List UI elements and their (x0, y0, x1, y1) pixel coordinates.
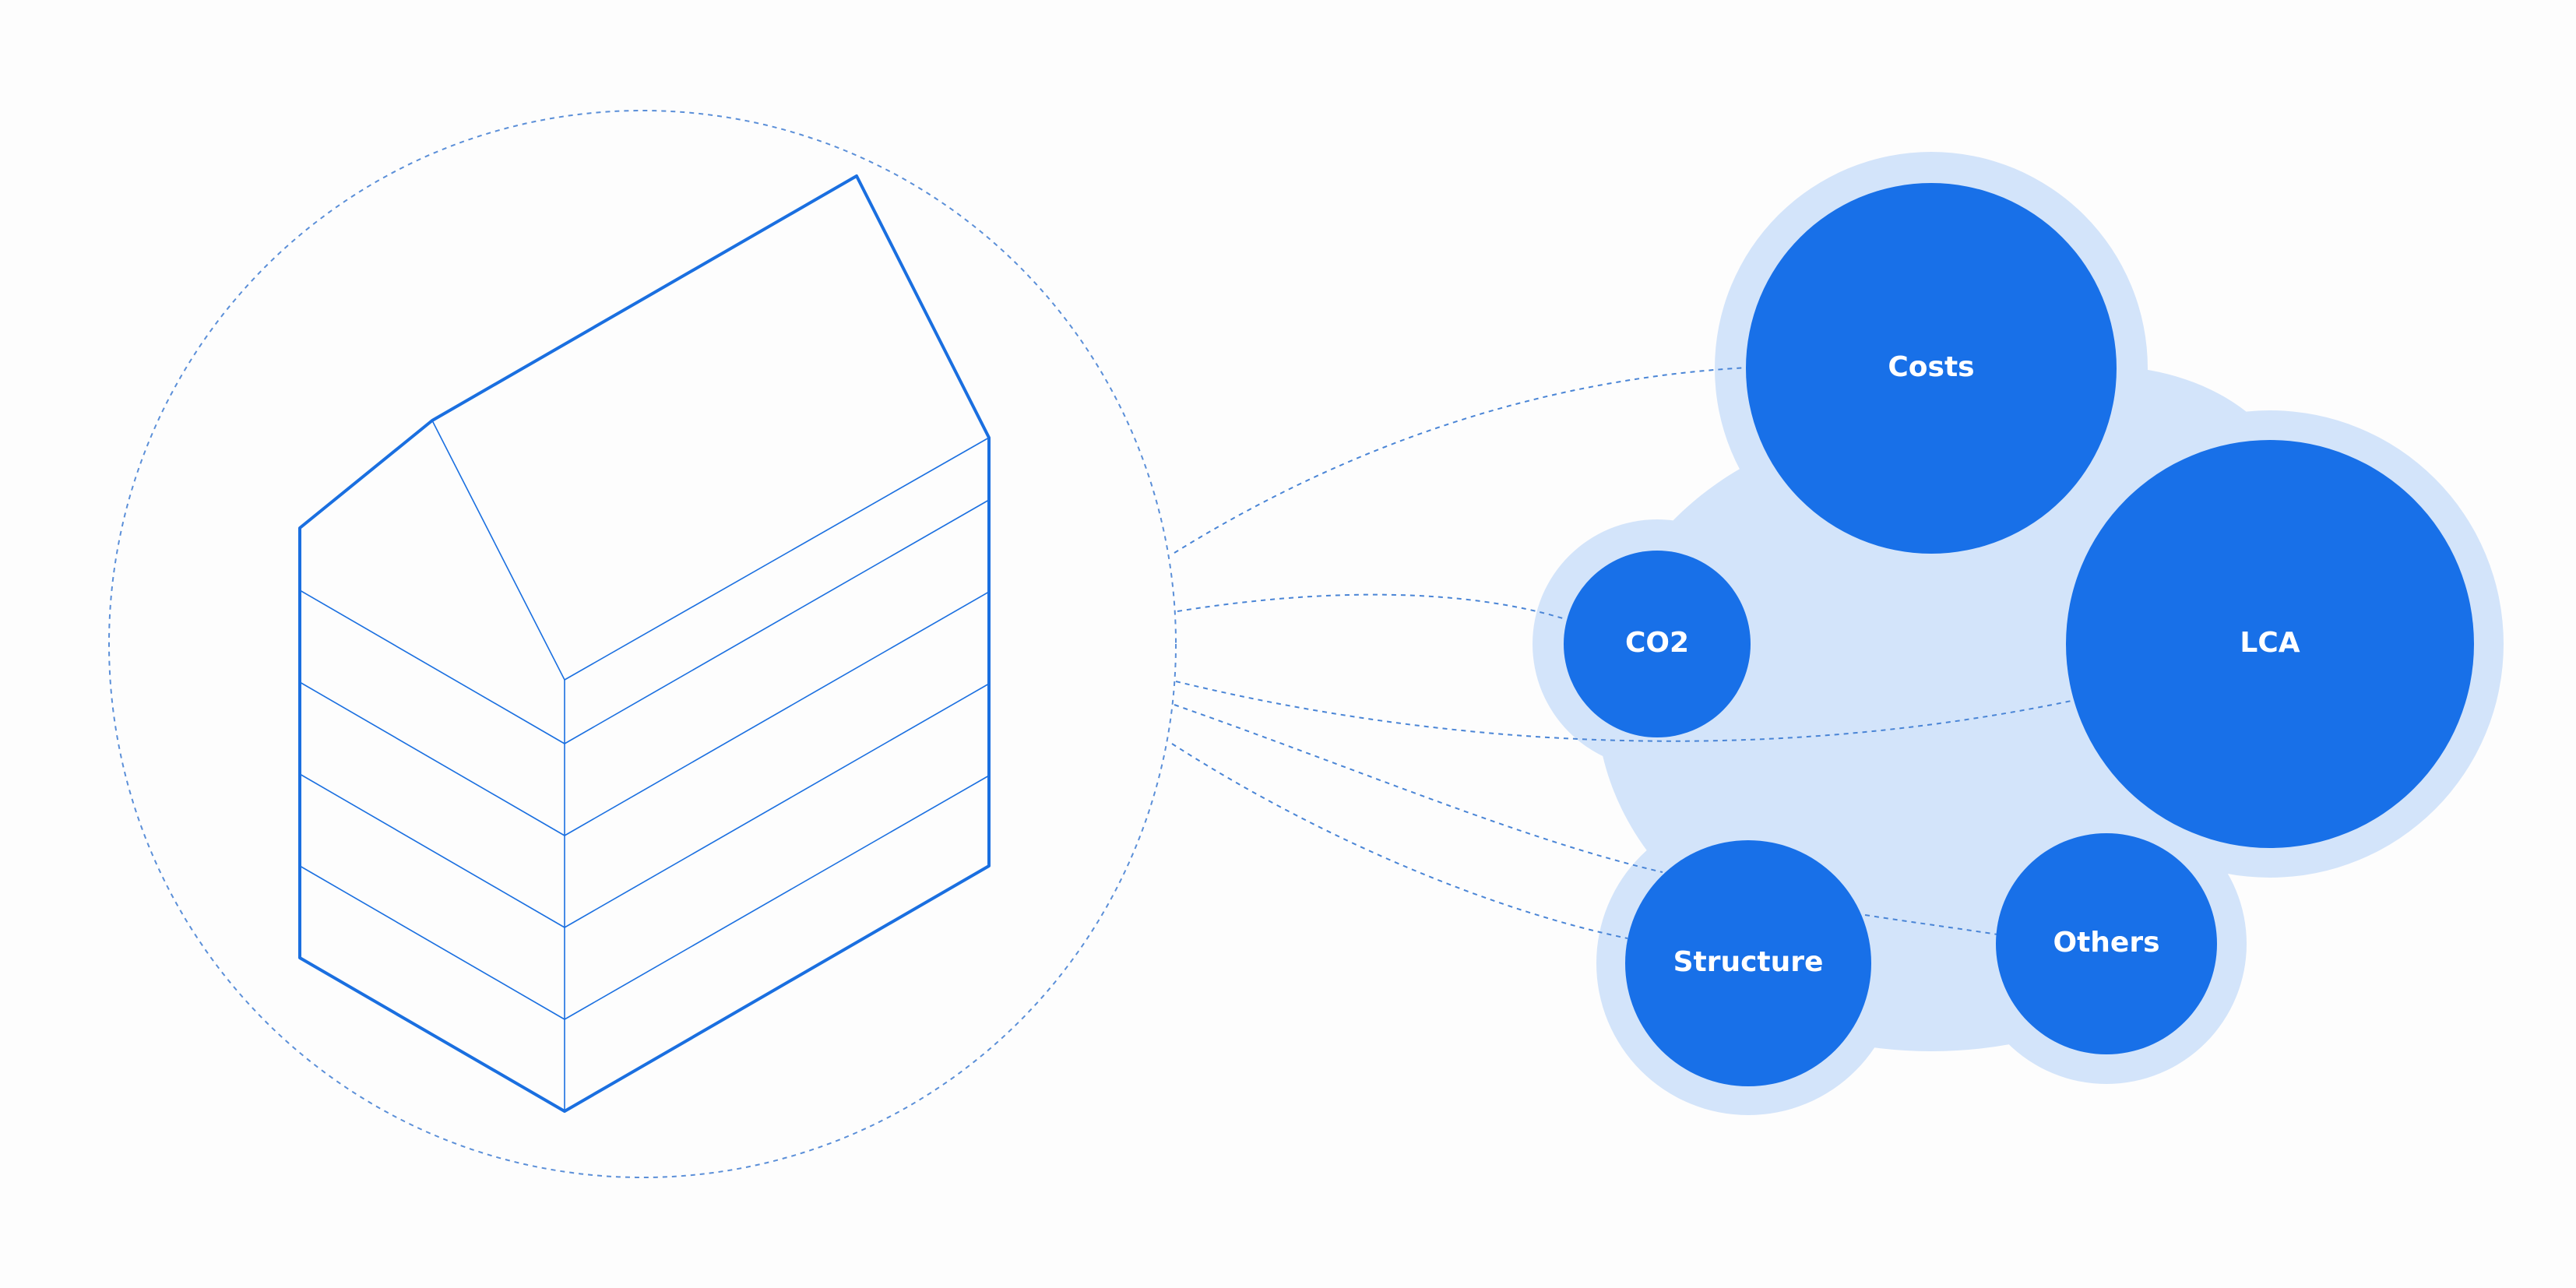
connector-lca (1175, 681, 2072, 742)
node-others-circle (1996, 833, 2217, 1054)
node-others-label: Others (2053, 927, 2159, 959)
connector-others (1171, 743, 1628, 939)
node-lca-label: LCA (2240, 627, 2300, 659)
building-wireframe (298, 174, 991, 1113)
building-dashed-circle (108, 110, 1177, 1178)
node-co2: CO2 (1564, 551, 1751, 737)
node-costs: Costs (1746, 183, 2117, 554)
connector-lines (1171, 367, 2072, 939)
node-structure-label: Structure (1673, 946, 1824, 978)
node-others: Others (1996, 833, 2217, 1054)
node-costs-circle (1746, 183, 2117, 554)
connector-costs (1174, 367, 1749, 554)
connector-structure (1174, 704, 1663, 873)
node-lca: LCA (2066, 440, 2474, 848)
node-co2-label: CO2 (1625, 627, 1689, 659)
node-structure: Structure (1625, 840, 1871, 1086)
node-lca-circle (2066, 440, 2474, 848)
node-structure-circle (1625, 840, 1871, 1086)
connector-co2 (1177, 593, 1566, 620)
node-co2-circle (1564, 551, 1751, 737)
node-costs-label: Costs (1888, 351, 1974, 383)
building-outline (298, 174, 991, 1113)
